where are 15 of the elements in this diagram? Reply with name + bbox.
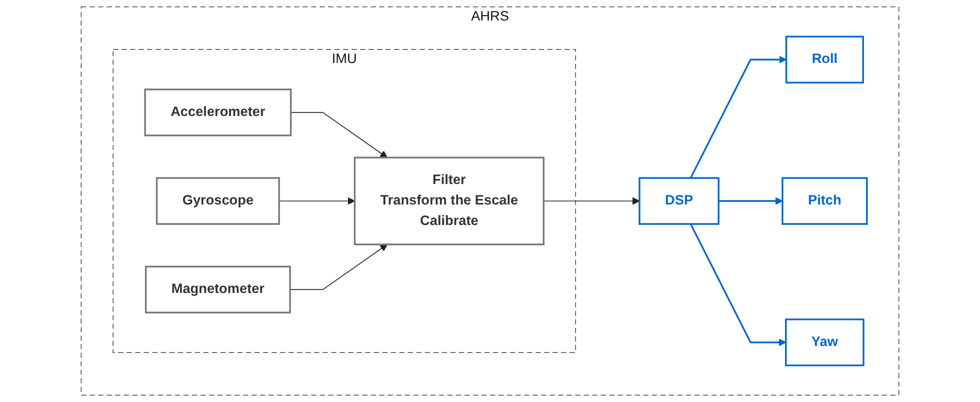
arrow — [690, 224, 786, 346]
node-box: DSP — [638, 177, 720, 225]
node-box: Pitch — [782, 177, 868, 225]
node-box: Magnetometer — [144, 266, 291, 314]
arrow — [290, 244, 388, 290]
node-box: Filter Transform the Escale Calibrate — [354, 156, 544, 246]
arrow — [718, 197, 783, 205]
node-box: Gyroscope — [156, 177, 280, 225]
node-box: Accelerometer — [144, 88, 292, 136]
node-box: Yaw — [785, 318, 864, 366]
arrow — [290, 112, 388, 158]
node-box: Roll — [785, 36, 864, 84]
arrow — [543, 197, 640, 205]
arrow — [278, 197, 356, 205]
arrow — [690, 56, 787, 178]
